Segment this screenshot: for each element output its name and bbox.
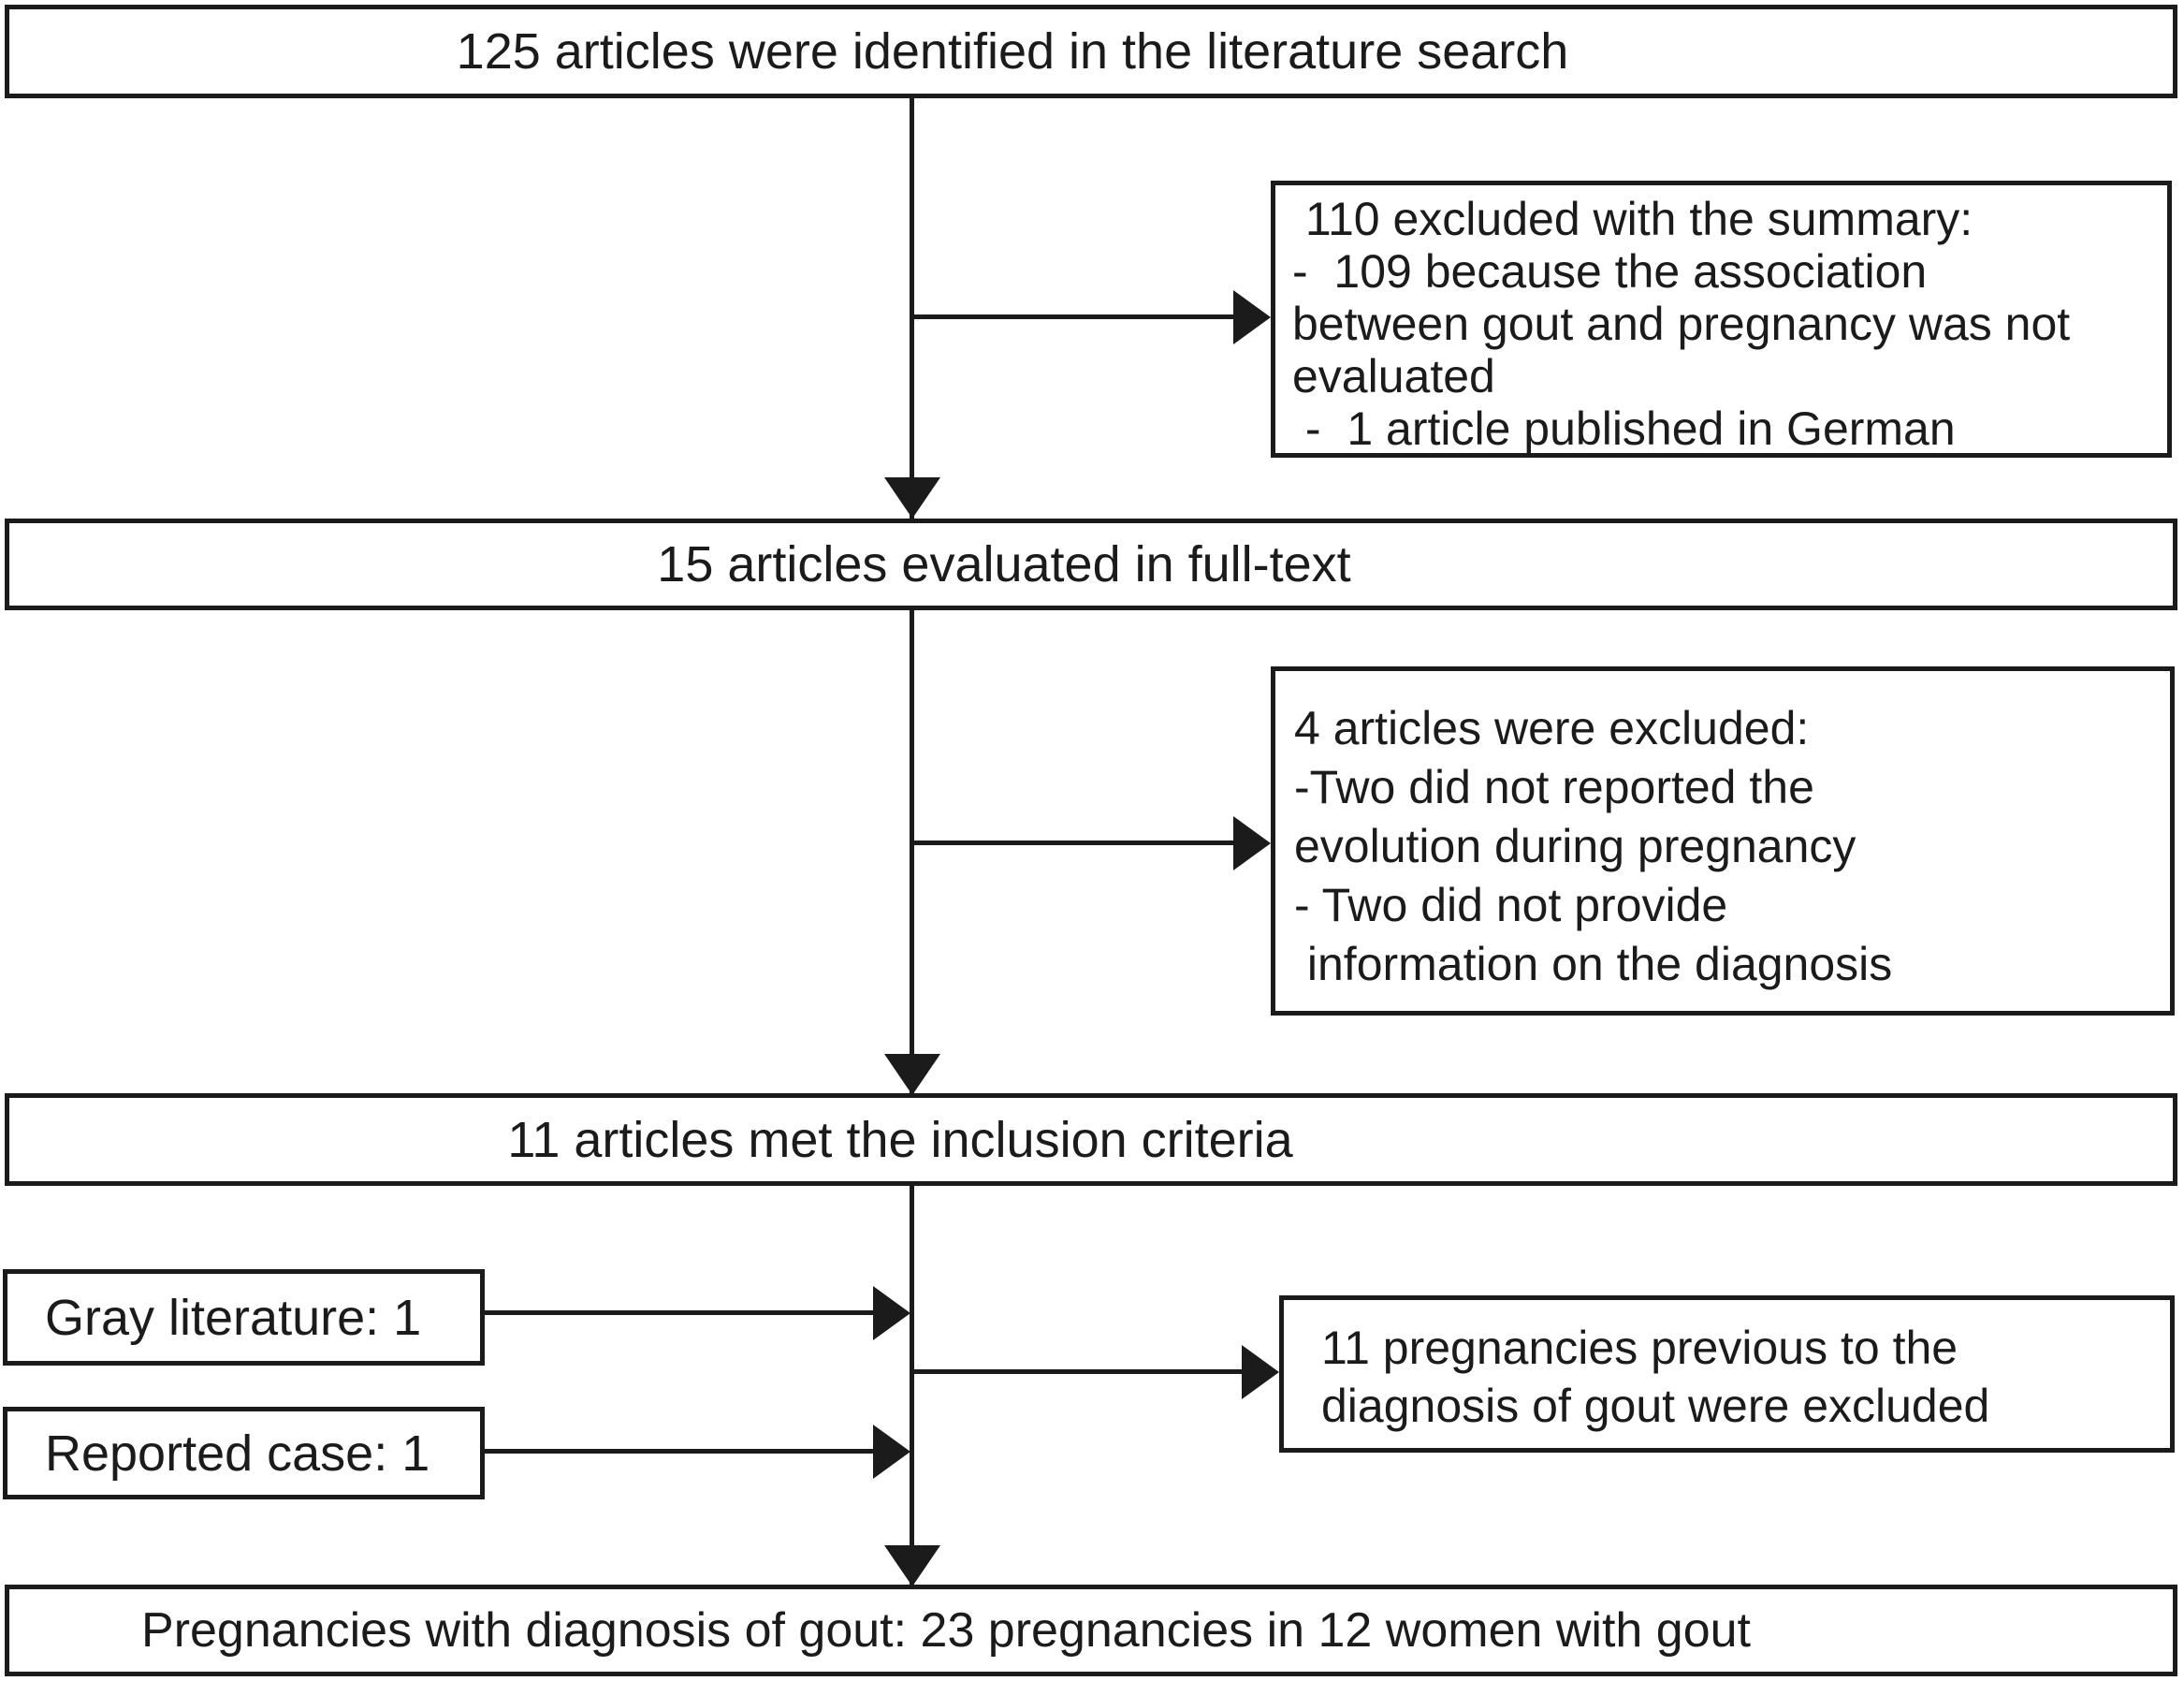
excluded-fulltext-line: evolution during pregnancy [1294, 820, 1856, 872]
final-box: Pregnancies with diagnosis of gout: 23 p… [5, 1585, 2177, 1676]
excluded-summary-box: 110 excluded with the summary: - 109 bec… [1271, 181, 2172, 458]
excluded-summary-line: - 109 because the association [1292, 245, 1928, 298]
arrowhead-into-excluded-fulltext-icon [1233, 816, 1271, 870]
reported-case-label: Reported case: 1 [45, 1425, 430, 1482]
excluded-pregnancies-line: 11 pregnancies previous to the [1321, 1322, 1958, 1374]
inclusion-box-label: 11 articles met the inclusion criteria [507, 1111, 1293, 1168]
excluded-fulltext-line: 4 articles were excluded: [1294, 702, 1810, 754]
connector-gray-literature-to-main [485, 1310, 877, 1315]
connector-branch-excluded-pregnancies [912, 1369, 1242, 1374]
gray-literature-box: Gray literature: 1 [3, 1269, 485, 1366]
gray-literature-label: Gray literature: 1 [45, 1289, 422, 1346]
connector-reported-case-to-main [485, 1449, 877, 1454]
arrowhead-into-final-icon [884, 1545, 940, 1586]
excluded-fulltext-line: - Two did not provide [1294, 879, 1728, 931]
excluded-summary-line: between gout and pregnancy was not [1292, 298, 2071, 350]
excluded-fulltext-line: -Two did not reported the [1294, 761, 1814, 813]
fulltext-box: 15 articles evaluated in full-text [5, 519, 2177, 610]
excluded-fulltext-line: information on the diagnosis [1294, 938, 1893, 990]
arrowhead-reported-case-icon [873, 1425, 910, 1479]
excluded-pregnancies-line: diagnosis of gout were excluded [1321, 1380, 1990, 1432]
inclusion-box: 11 articles met the inclusion criteria [5, 1093, 2177, 1186]
arrowhead-into-inclusion-icon [884, 1054, 940, 1095]
identified-box-label: 125 articles were identified in the lite… [456, 23, 1569, 80]
arrowhead-into-excluded-summary-icon [1233, 290, 1271, 344]
connector-inclusion-to-final [910, 1186, 914, 1585]
excluded-summary-line: evaluated [1292, 350, 1495, 402]
connector-fulltext-to-inclusion [910, 610, 914, 1093]
excluded-fulltext-box: 4 articles were excluded: -Two did not r… [1271, 666, 2175, 1016]
arrowhead-into-fulltext-icon [884, 477, 940, 519]
connector-identified-to-fulltext [910, 98, 914, 519]
excluded-summary-line: - 1 article published in German [1292, 402, 1956, 455]
connector-branch-excluded-fulltext [912, 840, 1235, 845]
arrowhead-into-excluded-pregnancies-icon [1242, 1345, 1279, 1399]
connector-branch-excluded-summary [912, 314, 1235, 319]
fulltext-box-label: 15 articles evaluated in full-text [657, 536, 1351, 592]
arrowhead-gray-literature-icon [873, 1286, 910, 1340]
excluded-pregnancies-box: 11 pregnancies previous to the diagnosis… [1279, 1295, 2175, 1453]
identified-box: 125 articles were identified in the lite… [5, 5, 2177, 98]
final-box-label: Pregnancies with diagnosis of gout: 23 p… [141, 1603, 1751, 1658]
excluded-summary-line: 110 excluded with the summary: [1292, 193, 1973, 245]
reported-case-box: Reported case: 1 [3, 1407, 485, 1499]
